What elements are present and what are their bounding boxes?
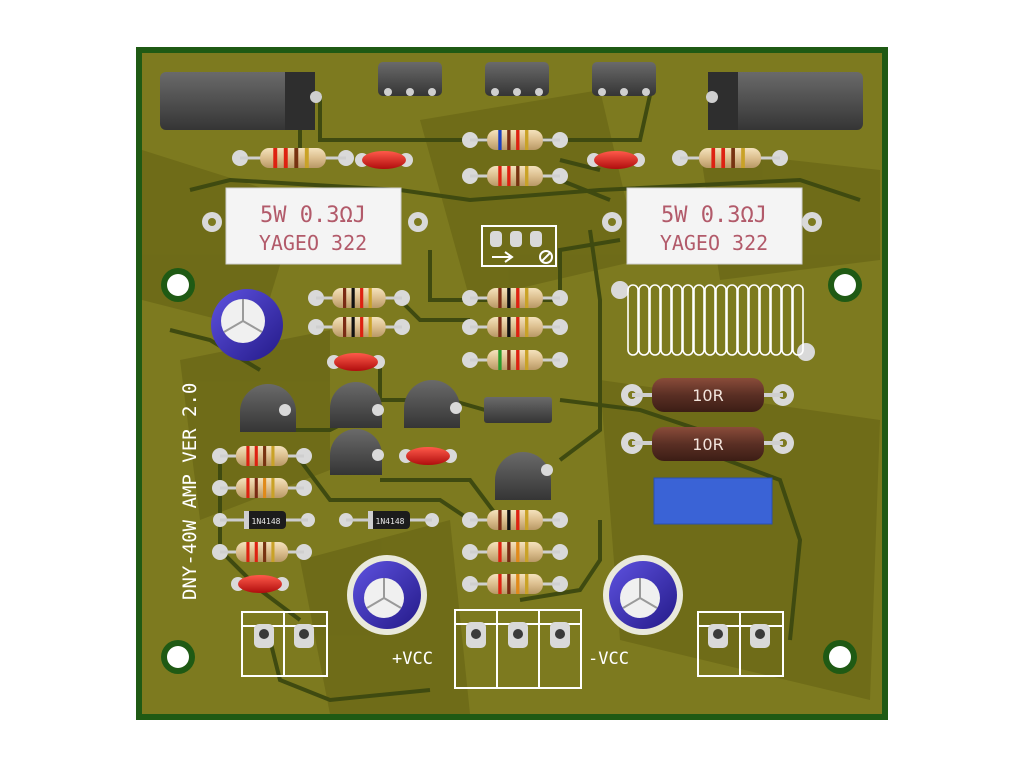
small-signal-transistors xyxy=(240,380,553,500)
resistor xyxy=(462,350,568,370)
output-resistor-1: 10R xyxy=(621,378,794,412)
vcc-neg-label: -VCC xyxy=(588,649,629,669)
terminal-block-speaker xyxy=(697,611,784,677)
driver-transistors-top xyxy=(378,62,656,96)
mounting-holes xyxy=(161,268,862,674)
ceramic-capacitor xyxy=(231,575,289,593)
mounting-hole xyxy=(828,268,862,302)
resistor xyxy=(462,317,568,337)
diode-label: 1N4148 xyxy=(252,517,281,526)
trimmer-potentiometer xyxy=(481,225,557,267)
to92-transistor xyxy=(330,429,384,475)
power-resistor-rating: 5W 0.3ΩJ xyxy=(661,203,767,228)
diode-label: 1N4148 xyxy=(376,517,405,526)
bias-transistor xyxy=(484,397,552,423)
to92-transistor xyxy=(330,382,384,428)
ceramic-capacitor xyxy=(399,447,457,465)
small-resistors xyxy=(212,130,788,594)
power-resistor-maker: YAGEO 322 xyxy=(259,231,367,255)
ceramic-capacitor xyxy=(355,151,413,169)
resistor xyxy=(462,166,568,186)
resistor xyxy=(308,317,410,337)
driver-transistor xyxy=(592,62,656,96)
vcc-pos-label: +VCC xyxy=(392,649,433,669)
electrolytic-capacitor-vcc-pos xyxy=(347,555,427,635)
mounting-hole xyxy=(823,640,857,674)
mounting-hole xyxy=(161,268,195,302)
resistor xyxy=(462,542,568,562)
resistor xyxy=(462,130,568,150)
output-resistor-2: 10R xyxy=(621,427,794,461)
board-title-silkscreen: DNY-40W AMP VER 2.0 xyxy=(179,383,201,600)
power-transistor-right xyxy=(706,72,863,130)
film-capacitor xyxy=(653,477,773,525)
power-resistor-left: 5W 0.3ΩJ YAGEO 322 xyxy=(202,187,428,265)
resistor xyxy=(462,510,568,530)
power-resistor-right: 5W 0.3ΩJ YAGEO 322 xyxy=(602,187,822,265)
to92-transistor xyxy=(240,384,296,432)
resistor xyxy=(212,446,312,466)
terminal-block-input xyxy=(241,611,328,677)
resistor xyxy=(212,478,312,498)
ceramic-capacitor xyxy=(587,151,645,169)
to92-transistor xyxy=(404,380,462,428)
ceramic-capacitor xyxy=(327,353,385,371)
power-resistor-maker: YAGEO 322 xyxy=(660,231,768,255)
output-inductor xyxy=(611,281,815,361)
ceramic-capacitors xyxy=(231,151,645,593)
electrolytic-capacitor-left xyxy=(211,289,283,361)
resistor xyxy=(462,288,568,308)
to92-transistor xyxy=(495,452,553,500)
resistor xyxy=(672,148,788,168)
output-resistor-value: 10R xyxy=(692,435,723,454)
diode-2: 1N4148 xyxy=(339,511,439,529)
electrolytic-capacitor-vcc-neg xyxy=(603,555,683,635)
power-resistor-rating: 5W 0.3ΩJ xyxy=(260,203,366,228)
resistor xyxy=(462,574,568,594)
power-transistor-left xyxy=(160,72,322,130)
resistor xyxy=(308,288,410,308)
terminal-block-power xyxy=(454,609,582,689)
diode-1: 1N4148 xyxy=(213,511,315,529)
output-resistor-value: 10R xyxy=(692,386,723,405)
mounting-hole xyxy=(161,640,195,674)
resistor xyxy=(232,148,354,168)
driver-transistor xyxy=(485,62,549,96)
resistor xyxy=(212,542,312,562)
driver-transistor xyxy=(378,62,442,96)
